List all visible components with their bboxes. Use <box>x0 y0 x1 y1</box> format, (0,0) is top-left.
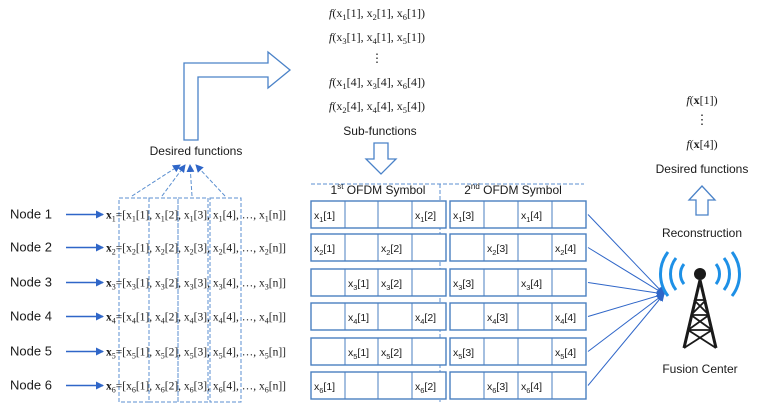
node-row-1: Node 1 x1=[x1[1], x1[2], x1[3], x1[4], …,… <box>10 207 286 224</box>
cell-value: x2[4] <box>555 243 576 257</box>
dashed-column-boxes <box>118 197 242 403</box>
node-label: Node 1 <box>10 207 52 222</box>
cell-value: x2[1] <box>314 243 335 257</box>
sub-function-2: f(x3[1], x4[1], x5[1]) <box>329 30 425 46</box>
dashed-column-1 <box>118 197 150 403</box>
sub-function-1: f(x1[1], x2[1], x6[1]) <box>329 6 425 22</box>
subcarrier-cell <box>551 371 587 400</box>
subcarrier-cell <box>551 233 587 262</box>
grid-row-3: x3[1] x3[2] x3[3] x3[4] <box>310 268 587 297</box>
node-row-2: Node 2 x2=[x2[1], x2[2], x2[3], x2[4], …,… <box>10 240 286 257</box>
sub-function-5: f(x2[4], x4[4], x5[4]) <box>329 99 425 115</box>
cell-value: x3[4] <box>521 278 542 292</box>
fusion-arrow-4 <box>587 292 665 317</box>
cell-value: x3[3] <box>453 278 474 292</box>
node-label: Node 3 <box>10 275 52 290</box>
node-data-vector: x3=[x3[1], x3[2], x3[3], x3[4], …, x3[n]… <box>106 278 286 292</box>
grid-row-6: x6[1] x6[2] x6[3] x6[4] <box>310 371 587 400</box>
cell-value: x1[1] <box>314 210 335 224</box>
cell-value: x1[2] <box>415 210 436 224</box>
node-data-vector: x1=[x1[1], x1[2], x1[3], x1[4], …, x1[n]… <box>106 210 286 224</box>
node-label: Node 2 <box>10 240 52 255</box>
subcarrier-cell <box>551 200 587 229</box>
radio-tower-icon <box>658 251 742 349</box>
ofdm-grid: x1[1] x1[2] x1[3] x1[4] x2[1] x2[2] x2[3] x2[4]… <box>310 183 587 402</box>
cell-value: x4[3] <box>487 312 508 326</box>
subcarrier-cell <box>411 337 447 366</box>
cell-value: x4[1] <box>348 312 369 326</box>
fusion-arrow-2 <box>587 247 665 295</box>
cell-value: x4[2] <box>415 312 436 326</box>
fusion-center-label: Fusion Center <box>662 362 737 376</box>
dashed-column-4 <box>209 197 242 403</box>
cell-value: x2[3] <box>487 243 508 257</box>
fusion-arrow-6 <box>587 293 665 386</box>
dashed-column-3 <box>177 197 209 403</box>
subcarrier-cell <box>411 233 447 262</box>
cell-value: x1[3] <box>453 210 474 224</box>
node-data-vector: x5=[x5[1], x5[2], x5[3], x5[4], …, x5[n]… <box>106 347 286 361</box>
grid-row-4: x4[1] x4[2] x4[3] x4[4] <box>310 302 587 331</box>
right-desired-functions-label: Desired functions <box>656 162 749 176</box>
node-row-4: Node 4 x4=[x4[1], x4[2], x4[3], x4[4], …,… <box>10 309 286 326</box>
grid-row-1: x1[1] x1[2] x1[3] x1[4] <box>310 200 587 229</box>
sub-function-4: f(x1[4], x3[4], x6[4]) <box>329 75 425 91</box>
node-data-vector: x2=[x2[1], x2[2], x2[3], x2[4], …, x2[n]… <box>106 243 286 257</box>
node-label: Node 5 <box>10 344 52 359</box>
fusion-arrows <box>587 214 665 386</box>
cell-value: x2[2] <box>381 243 402 257</box>
dashed-column-2 <box>148 197 179 403</box>
fusion-arrow-5 <box>587 293 665 352</box>
node-row-6: Node 6 x6=[x6[1], x6[2], x6[3], x6[4], …,… <box>10 378 286 395</box>
cell-value: x1[4] <box>521 210 542 224</box>
subcarrier-cell <box>411 268 447 297</box>
cell-value: x6[1] <box>314 381 335 395</box>
up-hollow-arrow <box>687 185 717 216</box>
node-rows: Node 1 x1=[x1[1], x1[2], x1[3], x1[4], …,… <box>10 207 286 395</box>
cell-value: x5[4] <box>555 347 576 361</box>
ofdm-header-1: 1st OFDM Symbol <box>331 182 426 197</box>
subcarrier-cell <box>411 200 447 229</box>
cell-value: x4[4] <box>555 312 576 326</box>
node-data-vector: x4=[x4[1], x4[2], x4[3], x4[4], …, x4[n]… <box>106 312 286 326</box>
ofdm-header-2: 2nd OFDM Symbol <box>464 182 562 197</box>
fan-in-arrows <box>131 164 226 197</box>
node-label: Node 6 <box>10 378 52 393</box>
cell-value: x3[1] <box>348 278 369 292</box>
subcarrier-cell <box>411 302 447 331</box>
sub-functions-label: Sub-functions <box>343 124 416 138</box>
cell-value: x6[2] <box>415 381 436 395</box>
cell-value: x5[3] <box>453 347 474 361</box>
vertical-ellipsis: ⋮ <box>696 112 709 127</box>
sub-functions-list: f(x1[1], x2[1], x6[1]) f(x3[1], x4[1], x5… <box>329 6 425 138</box>
fusion-arrow-1 <box>587 214 665 295</box>
reconstruction-label: Reconstruction <box>662 226 742 240</box>
subcarrier-cell <box>551 302 587 331</box>
cell-value: x6[3] <box>487 381 508 395</box>
reconstructed-function-first: f(x[1]) <box>686 93 717 107</box>
subcarrier-cell <box>411 371 447 400</box>
ofdm-symbol-headers: 1st OFDM Symbol 2nd OFDM Symbol <box>331 182 562 197</box>
node-label: Node 4 <box>10 309 52 324</box>
node-data-vector: x6=[x6[1], x6[2], x6[3], x6[4], …, x6[n]… <box>106 381 286 395</box>
cell-value: x5[2] <box>381 347 402 361</box>
grid-row-5: x5[1] x5[2] x5[3] x5[4] <box>310 337 587 366</box>
down-hollow-arrow <box>364 142 398 175</box>
subcarrier-cell <box>551 337 587 366</box>
node-row-5: Node 5 x5=[x5[1], x5[2], x5[3], x5[4], …,… <box>10 344 286 361</box>
fusion-arrow-3 <box>587 282 665 297</box>
sub-function-ellipsis: ⋮ <box>371 51 383 65</box>
hollow-l-arrow <box>183 50 292 141</box>
grid-row-2: x2[1] x2[2] x2[3] x2[4] <box>310 233 587 262</box>
cell-value: x5[1] <box>348 347 369 361</box>
right-column: f(x[1]) ⋮ f(x[4]) Desired functions Reco… <box>656 93 749 376</box>
left-desired-functions-label: Desired functions <box>150 144 243 158</box>
reconstructed-function-last: f(x[4]) <box>686 137 717 151</box>
node-row-3: Node 3 x3=[x3[1], x3[2], x3[3], x3[4], …,… <box>10 275 286 292</box>
cell-value: x6[4] <box>521 381 542 395</box>
subcarrier-cell <box>551 268 587 297</box>
cell-value: x3[2] <box>381 278 402 292</box>
